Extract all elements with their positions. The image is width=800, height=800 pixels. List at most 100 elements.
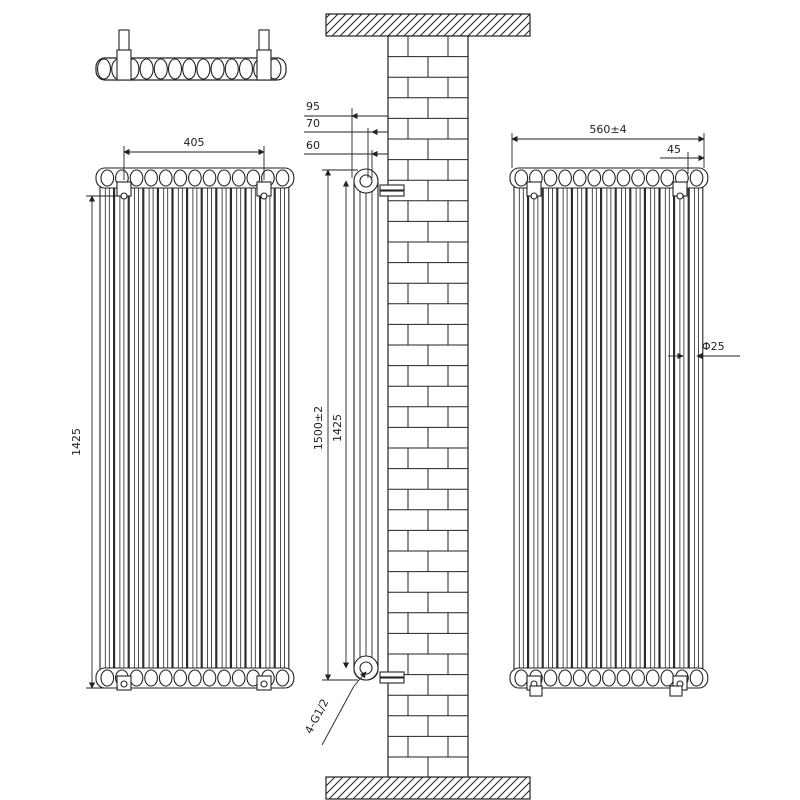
radiator-column (659, 171, 675, 685)
dim-label-offset-45: 45 (667, 143, 681, 156)
radiator-column (557, 171, 572, 685)
bracket-screw (120, 680, 128, 688)
bracket-screw (676, 192, 684, 200)
column-cap (188, 669, 202, 687)
column-cap (158, 169, 173, 187)
radiator-column (615, 171, 631, 685)
radiator-column (688, 171, 704, 685)
radiator-column (143, 171, 158, 685)
bracket-screw (530, 192, 538, 200)
radiator-column (216, 171, 231, 685)
radiator-column (172, 171, 188, 685)
column-cap (631, 169, 645, 187)
column-cap (558, 169, 572, 187)
radiator-column (230, 171, 246, 685)
column-cap (100, 669, 115, 687)
column-cap (543, 169, 558, 187)
radiator-column (187, 171, 202, 685)
column-cap (158, 669, 173, 687)
radiator-front-view-left (95, 167, 295, 691)
radiator-column (201, 171, 217, 685)
column-cap (558, 669, 572, 687)
column-section (196, 58, 211, 80)
dim-label-offset-60: 60 (306, 139, 320, 152)
dim-label-height-1425-side: 1425 (331, 414, 344, 442)
column-cap (645, 169, 660, 187)
dimension-lines (86, 108, 740, 746)
column-cap (631, 669, 645, 687)
foot (529, 685, 543, 697)
radiator-column (513, 171, 529, 685)
wall-bracket-arm (379, 184, 405, 191)
column-cap (514, 169, 529, 187)
connection-port-inner (359, 174, 373, 188)
column-cap (144, 169, 158, 187)
foot (669, 685, 683, 697)
column-section (182, 58, 197, 80)
dim-label-height-1425-left: 1425 (70, 428, 83, 456)
column-cap (202, 669, 217, 687)
wall-section (325, 13, 531, 800)
column-section (224, 58, 239, 80)
column-section (139, 58, 154, 80)
column-cap (616, 169, 631, 187)
radiator-column (114, 171, 129, 685)
column-cap (587, 669, 602, 687)
column-cap (572, 669, 587, 687)
brick-courses (388, 35, 468, 777)
radiator-side-view (353, 168, 405, 684)
dim-label-offset-70: 70 (306, 117, 320, 130)
radiator-column (157, 171, 173, 685)
radiator-top-view (95, 29, 287, 81)
column-cap (231, 169, 246, 187)
dim-label-offset-95: 95 (306, 100, 320, 113)
column-section (167, 58, 183, 80)
column-cap (173, 169, 188, 187)
column-section (153, 58, 168, 80)
radiator-column (528, 171, 543, 685)
column-cap (543, 669, 558, 687)
column-cap (660, 669, 675, 687)
wall-top-hatch (325, 13, 531, 37)
column-cap (689, 169, 704, 187)
wall-bracket (258, 29, 270, 53)
column-cap (514, 669, 529, 687)
radiator-column (260, 171, 275, 685)
column-cap (231, 669, 246, 687)
column-cap (660, 169, 675, 187)
wall-bracket (256, 49, 272, 81)
dim-label-width-405: 405 (184, 136, 205, 149)
dim-label-height-1500: 1500±2 (312, 406, 325, 450)
wall-bracket (116, 49, 132, 81)
column-cap (217, 669, 231, 687)
column-cap (572, 169, 587, 187)
column-section (238, 58, 254, 80)
radiator-column (99, 171, 115, 685)
column-section (210, 58, 225, 80)
wall-bracket (118, 29, 130, 53)
radiator-column (571, 171, 587, 685)
column-cap (602, 669, 616, 687)
dim-label-width-560: 560±4 (589, 123, 626, 136)
radiator-column (644, 171, 660, 685)
wall-bottom-hatch (325, 776, 531, 800)
wall-bracket-arm (379, 671, 405, 678)
wall-bracket-arm (379, 677, 405, 684)
column-cap (202, 169, 217, 187)
column-cap (587, 169, 602, 187)
column-cap (602, 169, 616, 187)
column-section (96, 58, 112, 80)
column-cap (616, 669, 631, 687)
column-cap (129, 169, 144, 187)
radiator-column (674, 171, 689, 685)
bracket-screw (260, 192, 268, 200)
bracket-screw (120, 192, 128, 200)
column-cap (144, 669, 158, 687)
column-cap (188, 169, 202, 187)
column-cap (217, 169, 231, 187)
radiator-column (542, 171, 558, 685)
column-cap (275, 669, 290, 687)
radiator-column (245, 171, 261, 685)
dim-label-connection: 4-G1/2 (302, 697, 331, 736)
